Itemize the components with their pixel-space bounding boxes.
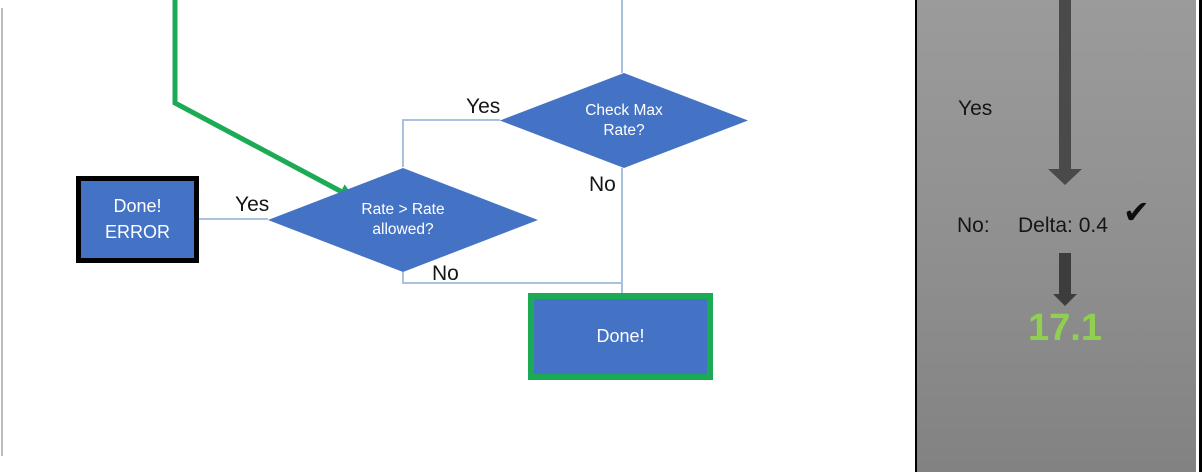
label-rate-yes: Yes [235,193,270,216]
panel-no-label: No: [957,214,990,237]
down-arrow-small-shaft [1059,253,1071,294]
side-panel: Yes No: Delta: 0.4 ✔ 17.1 [915,0,1196,472]
label-rate-no: No [432,262,459,285]
connector-rate-no [402,272,621,284]
done-error-box: Done! ERROR [76,176,199,263]
screen-right-edge [1199,0,1202,472]
done-box-label: Done! [596,325,645,346]
side-panel-left-border [915,0,917,472]
down-arrow-large-head-icon [1048,169,1082,185]
result-value: 17.1 [1028,307,1102,349]
label-check-max-no: No [589,173,616,196]
check-icon: ✔ [1123,194,1150,230]
green-arrow-line [172,0,344,195]
done-box: Done! [528,293,713,380]
panel-delta-value: Delta: 0.4 [1018,214,1108,237]
down-arrow-small-head-icon [1053,294,1077,306]
done-error-line2: ERROR [104,221,170,242]
down-arrow-large-shaft [1059,0,1071,169]
decision-rate-line1: Rate > Rate [361,201,445,219]
decision-check-max-line2: Rate? [603,121,645,139]
connector-check-max-yes [402,119,500,167]
slide-left-edge [1,8,3,456]
decision-rate-line2: allowed? [372,221,434,238]
panel-yes-label: Yes [958,97,993,120]
label-check-max-yes: Yes [466,95,501,118]
done-error-line1: Done! [113,196,162,217]
decision-check-max-line1: Check Max [585,101,663,119]
